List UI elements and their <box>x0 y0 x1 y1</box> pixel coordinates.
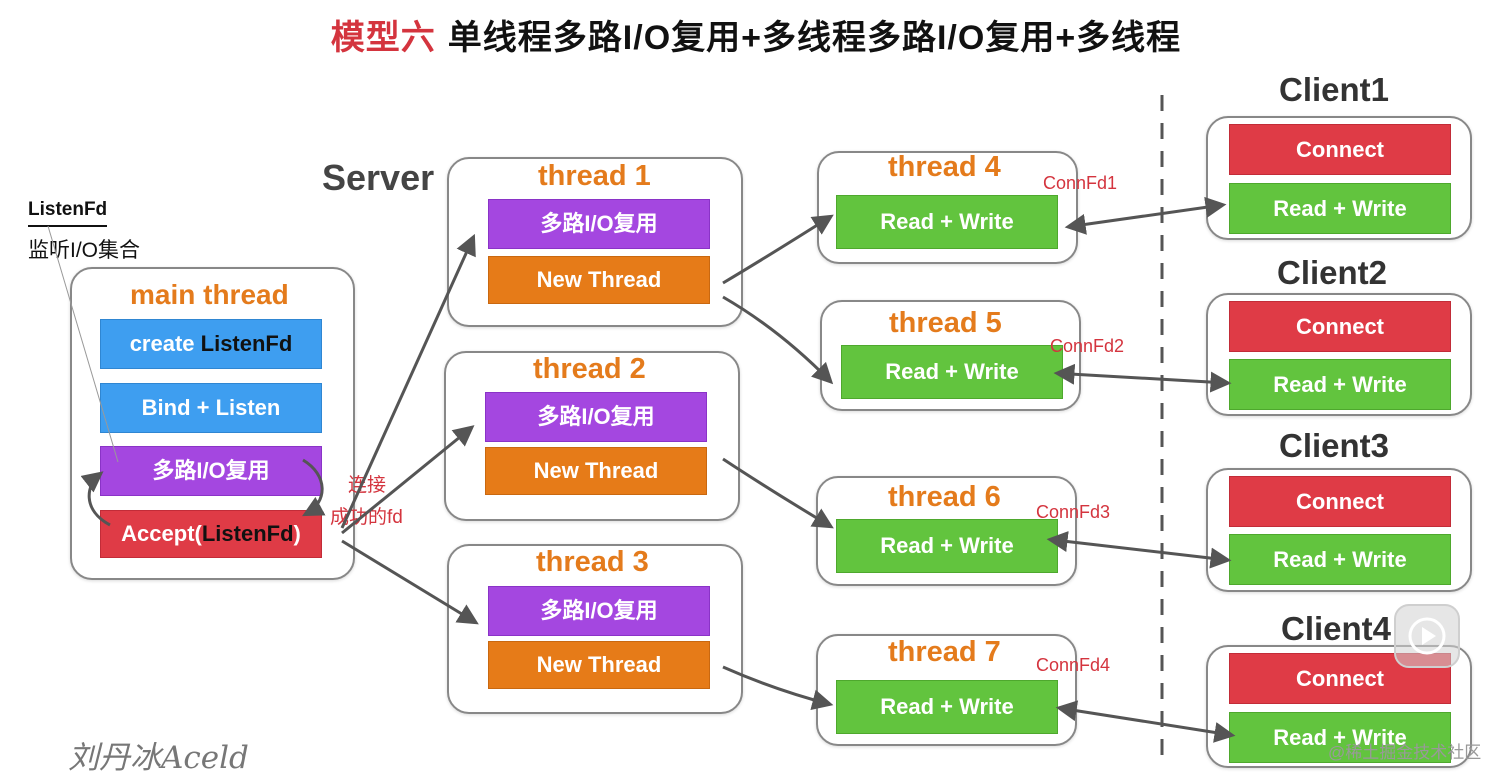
connect-note-line2: 成功的fd <box>330 507 403 528</box>
main-multiplex-step: 多路I/O复用 <box>100 446 322 496</box>
io-thread-spawn: New Thread <box>488 256 710 304</box>
client-connect: Connect <box>1229 653 1451 704</box>
io-thread-spawn: New Thread <box>488 641 710 689</box>
io-thread-label: thread 1 <box>538 160 651 192</box>
client-read-write: Read + Write <box>1229 183 1451 234</box>
client-connect: Connect <box>1229 124 1451 175</box>
main-thread-label: main thread <box>130 279 289 310</box>
client-label: Client2 <box>1277 254 1388 291</box>
conn1-link <box>1064 196 1227 235</box>
client-read-write: Read + Write <box>1229 534 1451 585</box>
title-tag: 模型六 <box>330 19 436 57</box>
accept-step: Accept(ListenFd) <box>100 510 322 558</box>
conn-fd-label: ConnFd2 <box>1050 336 1125 356</box>
conn-fd-label: ConnFd3 <box>1036 502 1111 522</box>
client-read-write: Read + Write <box>1229 712 1451 763</box>
worker-thread-label: thread 5 <box>889 307 1002 339</box>
worker-thread-label: thread 7 <box>888 636 1001 668</box>
play-icon[interactable] <box>1393 603 1461 669</box>
worker-thread-label: thread 6 <box>888 481 1001 513</box>
worker-read-write: Read + Write <box>841 345 1063 399</box>
io-thread-label: thread 3 <box>536 546 649 578</box>
worker-read-write: Read + Write <box>836 195 1058 249</box>
create-step-prefix: create <box>129 331 201 356</box>
client-connect: Connect <box>1229 301 1451 352</box>
listenfd-note-sub: 监听I/O集合 <box>28 239 141 262</box>
io-thread-label: thread 2 <box>533 353 646 385</box>
io-thread-multiplex: 多路I/O复用 <box>485 392 707 442</box>
create-listenfd-step: create ListenFd <box>100 319 322 369</box>
client-read-write: Read + Write <box>1229 359 1451 410</box>
create-step-fd: ListenFd <box>200 331 293 356</box>
io-thread-multiplex: 多路I/O复用 <box>488 199 710 249</box>
accept-step-suffix: ) <box>293 521 301 546</box>
connect-note-line1: 连接 <box>348 475 387 496</box>
client-label: Client4 <box>1281 610 1392 647</box>
client-label: Client3 <box>1279 427 1390 464</box>
listenfd-note-head: ListenFd <box>28 199 108 227</box>
network-divider <box>1160 95 1164 767</box>
accept-step-prefix: Accept( <box>121 521 202 546</box>
worker-read-write: Read + Write <box>836 680 1058 734</box>
conn3-link <box>1046 531 1232 569</box>
accept-step-fd: ListenFd <box>201 521 294 546</box>
conn-fd-label: ConnFd4 <box>1036 655 1111 675</box>
io-thread-multiplex: 多路I/O复用 <box>488 586 710 636</box>
author-watermark: 刘丹冰Aceld <box>68 740 249 776</box>
title-text: 单线程多路I/O复用+多线程多路I/O复用+多线程 <box>447 19 1182 57</box>
client-label: Client1 <box>1279 71 1390 108</box>
site-watermark: @稀土掘金技术社区 <box>1328 743 1482 762</box>
conn-fd-label: ConnFd1 <box>1043 173 1118 193</box>
io-thread-spawn: New Thread <box>485 447 707 495</box>
worker-read-write: Read + Write <box>836 519 1058 573</box>
client-connect: Connect <box>1229 476 1451 527</box>
conn2-link <box>1053 363 1232 393</box>
server-label: Server <box>322 157 435 198</box>
bind-listen-step: Bind + Listen <box>100 383 322 433</box>
page-title: 模型六单线程多路I/O复用+多线程多路I/O复用+多线程 <box>0 10 1512 59</box>
worker-thread-label: thread 4 <box>888 151 1001 183</box>
